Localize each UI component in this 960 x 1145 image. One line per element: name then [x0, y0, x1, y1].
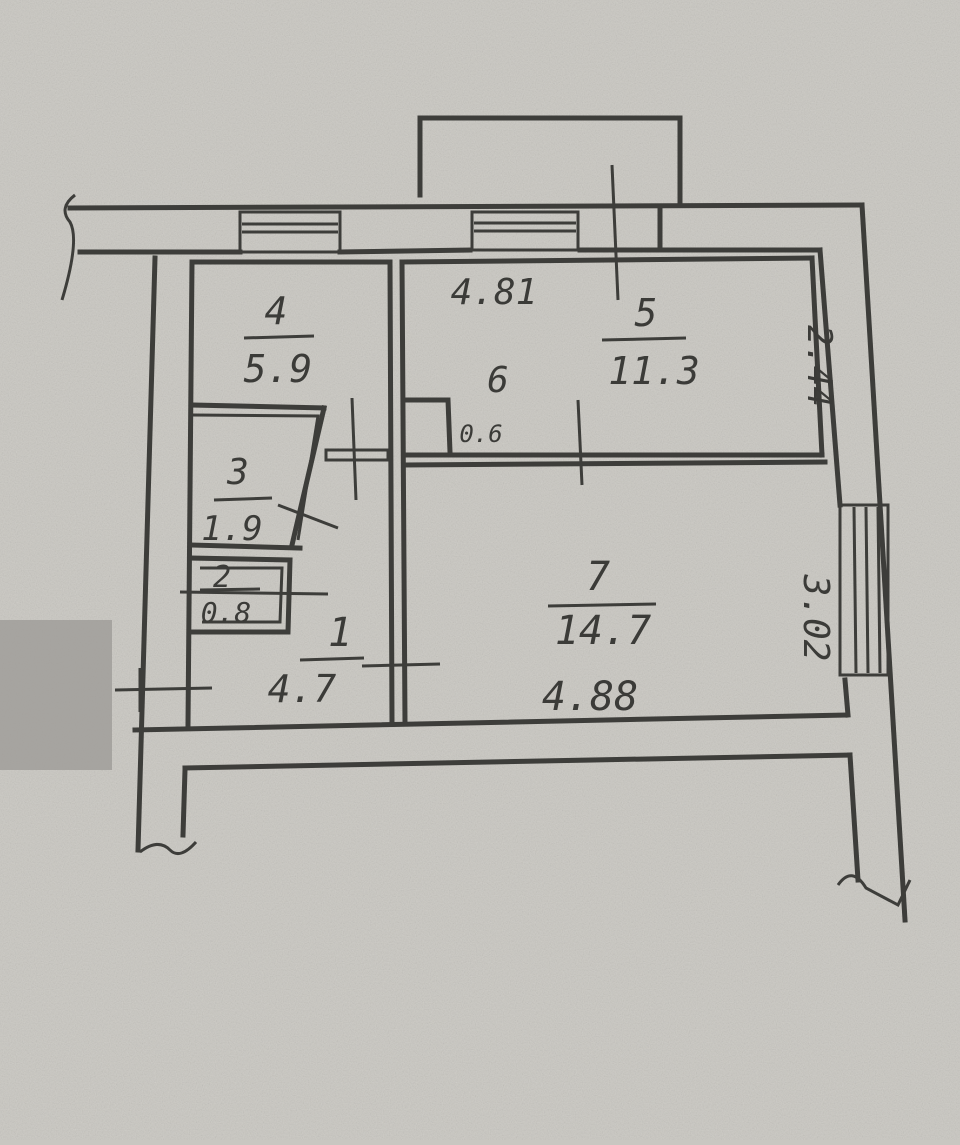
- room-6-number: 6: [487, 360, 509, 401]
- windows: [238, 210, 890, 677]
- room-1-area: 4.7: [268, 667, 337, 711]
- room-6-area: 0.6: [459, 420, 502, 448]
- door-markers: [114, 164, 620, 712]
- balcony: [417, 115, 683, 208]
- room-5-number: 5: [635, 291, 658, 335]
- room-2-number: 2: [213, 560, 231, 595]
- room-4-area: 5.9: [244, 347, 313, 391]
- room-7-area: 14.7: [555, 608, 651, 654]
- room-7-number: 7: [586, 554, 610, 600]
- exterior-walls: [67, 202, 908, 923]
- room-3-number: 3: [226, 452, 249, 493]
- room-4-number: 4: [265, 289, 288, 333]
- right-lower-height-dimension: 3.02: [795, 574, 836, 662]
- fraction-bars: [199, 334, 687, 662]
- break-marks: [60, 193, 912, 908]
- top-width-dimension: 4.81: [451, 272, 538, 313]
- paper-stain: [0, 620, 112, 770]
- room-3-area: 1.9: [201, 509, 262, 549]
- bottom-width-dimension: 4.88: [542, 674, 638, 720]
- room-2-area: 0.8: [201, 596, 252, 629]
- interior-walls: [185, 255, 828, 728]
- right-upper-height-dimension: 2.44: [799, 325, 839, 407]
- room-1-number: 1: [328, 610, 352, 656]
- room-5-area: 11.3: [608, 349, 700, 393]
